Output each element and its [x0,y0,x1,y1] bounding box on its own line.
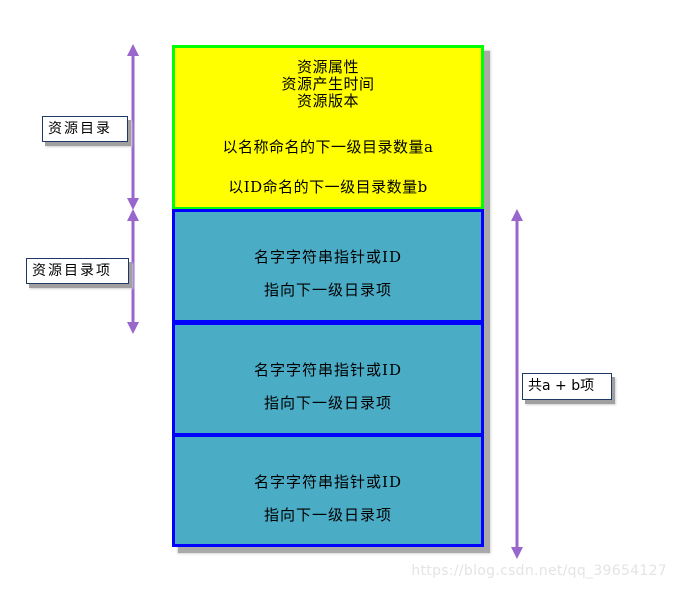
total-entries-label: 共a + b项 [522,373,612,400]
directory-entry-block: 名字字符串指针或ID 指向下一级日录项 [172,209,484,323]
entry-pointer-text: 指向下一级日录项 [263,394,392,412]
entry-pointer-text: 指向下一级日录项 [263,506,392,524]
entry-name-text: 名字字符串指针或ID [254,248,402,266]
named-count-text: 以名称命名的下一级目录数量a [222,138,434,156]
directory-entry-block: 名字字符串指针或ID 指向下一级日录项 [172,434,484,547]
watermark: https://blog.csdn.net/qq_39654127 [411,563,667,579]
entry-pointer-text: 指向下一级日录项 [263,281,392,299]
entry-name-text: 名字字符串指针或ID [254,473,402,491]
directory-entry-block: 名字字符串指针或ID 指向下一级日录项 [172,322,484,436]
resource-directory-label: 资源目录 [42,116,128,142]
directory-attributes: 资源属性 资源产生时间 资源版本 [175,59,481,110]
id-count-text: 以ID命名的下一级目录数量b [228,178,428,196]
attribute-line: 资源版本 [296,92,359,110]
attribute-line: 资源产生时间 [281,75,375,93]
resource-directory-block: 资源属性 资源产生时间 资源版本 以名称命名的下一级目录数量a 以ID命名的下一… [172,45,484,210]
resource-directory-entry-label: 资源目录项 [26,258,129,284]
entry-name-text: 名字字符串指针或ID [254,361,402,379]
attribute-line: 资源属性 [296,58,359,76]
